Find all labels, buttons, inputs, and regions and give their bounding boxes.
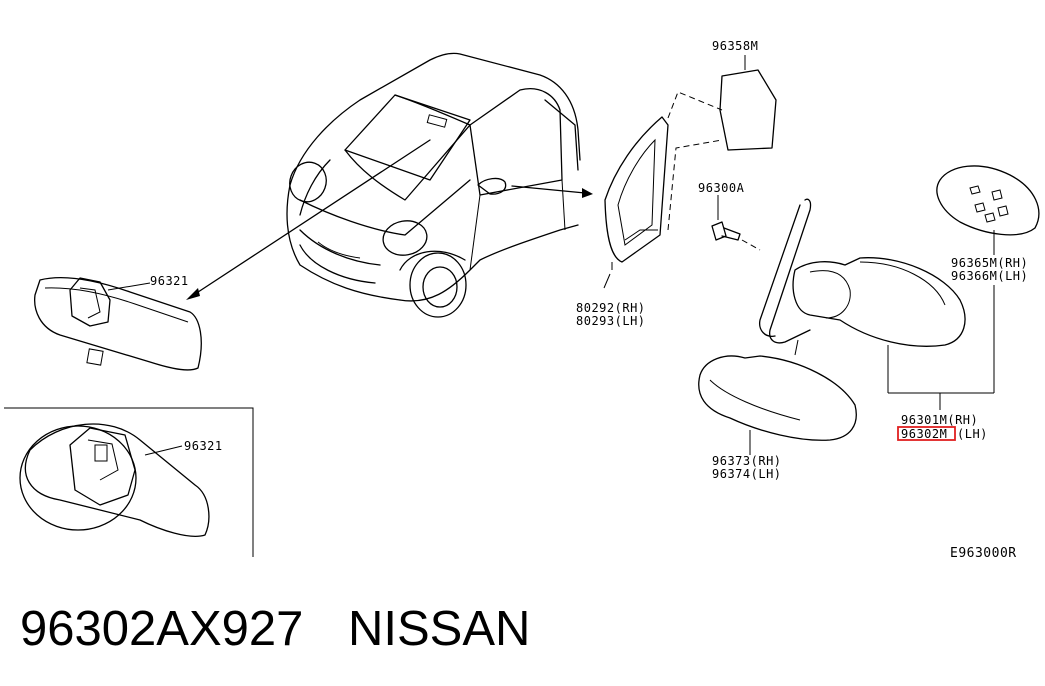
highlight-box xyxy=(897,426,956,441)
mirror-glass-illustration xyxy=(936,165,1040,255)
corner-finisher-illustration xyxy=(603,91,723,289)
screw-illustration xyxy=(711,195,761,251)
door-mirror-illustration xyxy=(759,198,995,410)
label-cover-lh: 96374(LH) xyxy=(712,467,782,481)
mirror-cover-illustration xyxy=(698,355,857,455)
label-door-mirror-rh: 96301M(RH) xyxy=(901,413,978,427)
label-corner-finisher-rh: 80292(RH) xyxy=(576,301,646,315)
label-corner-finisher-lh: 80293(LH) xyxy=(576,314,646,328)
visor-panel-illustration xyxy=(719,55,777,151)
label-mirror-glass-rh: 96365M(RH) xyxy=(951,256,1028,270)
label-visor-panel: 96358M xyxy=(712,39,758,53)
label-inner-mirror: 96321 xyxy=(150,274,189,288)
diagram-code: E963000R xyxy=(950,546,1017,561)
car-illustration xyxy=(186,52,593,318)
label-door-mirror-lh-side: (LH) xyxy=(957,427,988,441)
detail-box xyxy=(4,407,254,557)
inner-mirror-illustration xyxy=(34,277,202,371)
label-door-mirror-lh-part: 96302M xyxy=(901,427,947,441)
caption-brand: NISSAN xyxy=(348,602,530,656)
label-cover-rh: 96373(RH) xyxy=(712,454,782,468)
label-screw: 96300A xyxy=(698,181,745,195)
label-mirror-glass-lh: 96366M(LH) xyxy=(951,269,1028,283)
label-inner-mirror-detail: 96321 xyxy=(184,439,223,453)
caption-part-number: 96302AX927 xyxy=(20,602,303,656)
